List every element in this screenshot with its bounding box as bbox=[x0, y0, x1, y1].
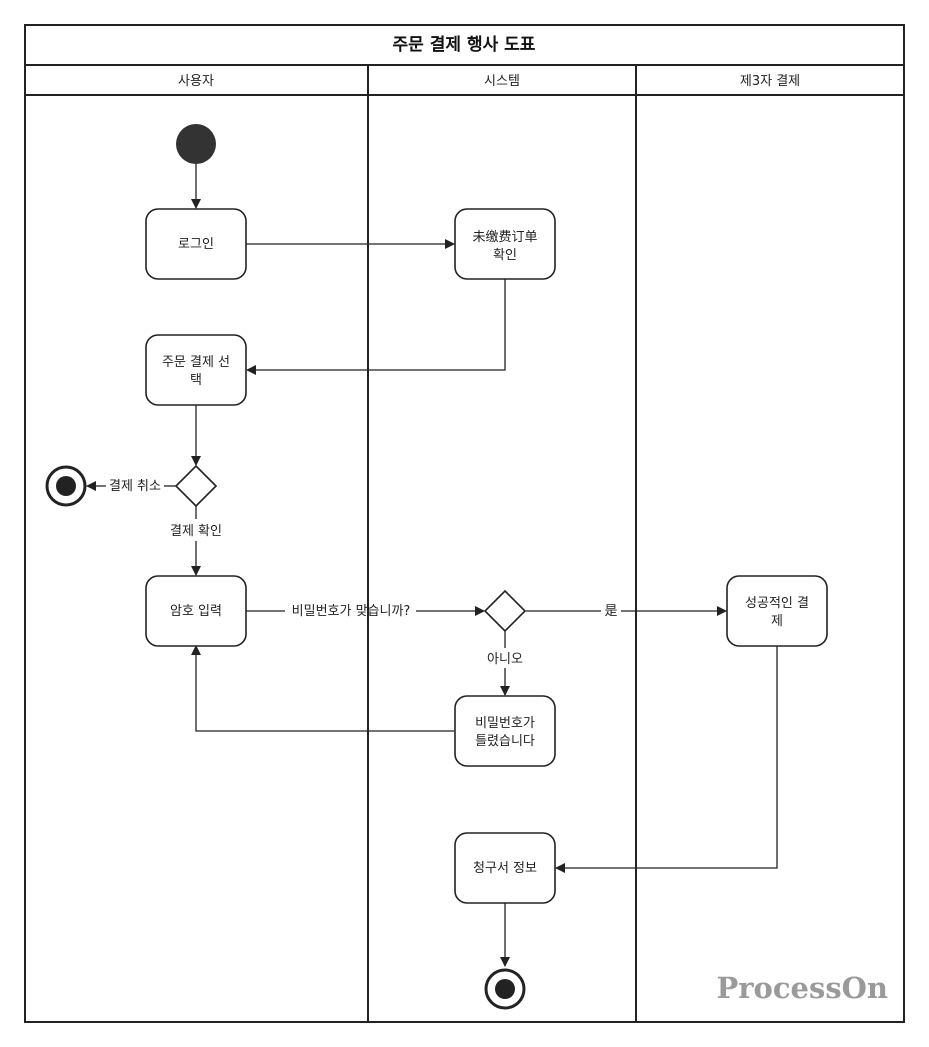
edge-success-invoice bbox=[555, 646, 778, 873]
enter-password-node[interactable]: 암호 입력 bbox=[145, 575, 247, 647]
check-order-node[interactable]: 未缴费订单 확인 bbox=[454, 208, 556, 280]
end-node[interactable] bbox=[484, 968, 526, 1010]
wrong-password-node[interactable]: 비밀번호가 틀렸습니다 bbox=[454, 695, 556, 767]
decision-confirm-payment[interactable] bbox=[174, 464, 218, 508]
edge-label-password-check: 비밀번호가 맞습니까? bbox=[292, 604, 411, 619]
payment-success-label-1: 성공적인 결 bbox=[745, 596, 809, 611]
invoice-label: 청구서 정보 bbox=[473, 861, 537, 876]
select-order-label-1: 주문 결제 선 bbox=[162, 355, 230, 370]
diagram-title: 주문 결제 행사 도표 bbox=[393, 35, 536, 55]
lane-system: 시스템 bbox=[484, 74, 520, 89]
edge-label-cancel: 결제 취소 bbox=[109, 479, 161, 494]
start-node[interactable] bbox=[176, 124, 216, 164]
login-label: 로그인 bbox=[178, 237, 214, 252]
select-order-node[interactable]: 주문 결제 선 택 bbox=[145, 334, 247, 406]
login-node[interactable]: 로그인 bbox=[145, 208, 247, 280]
enter-password-label: 암호 입력 bbox=[170, 604, 222, 619]
edge-label-confirm: 결제 확인 bbox=[170, 524, 222, 539]
edge-wrong-password bbox=[191, 645, 454, 732]
lane-third-party: 제3자 결제 bbox=[740, 74, 800, 89]
decision-password[interactable] bbox=[483, 589, 527, 633]
watermark: ProcessOn bbox=[716, 971, 888, 1005]
wrong-password-label-1: 비밀번호가 bbox=[475, 716, 535, 731]
invoice-node[interactable]: 청구서 정보 bbox=[454, 832, 556, 904]
select-order-label-2: 택 bbox=[190, 373, 202, 388]
lane-user: 사용자 bbox=[178, 74, 214, 89]
edge-check-select bbox=[246, 279, 506, 375]
cancel-end-node[interactable] bbox=[45, 465, 87, 507]
check-order-label-2: 확인 bbox=[493, 248, 517, 263]
check-order-label-1: 未缴费订单 bbox=[472, 230, 537, 245]
payment-success-node[interactable]: 성공적인 결 제 bbox=[726, 575, 828, 647]
edge-label-yes: 是 bbox=[604, 604, 617, 619]
payment-success-label-2: 제 bbox=[771, 614, 783, 629]
wrong-password-label-2: 틀렸습니다 bbox=[475, 734, 535, 749]
edge-label-no: 아니오 bbox=[487, 652, 523, 667]
